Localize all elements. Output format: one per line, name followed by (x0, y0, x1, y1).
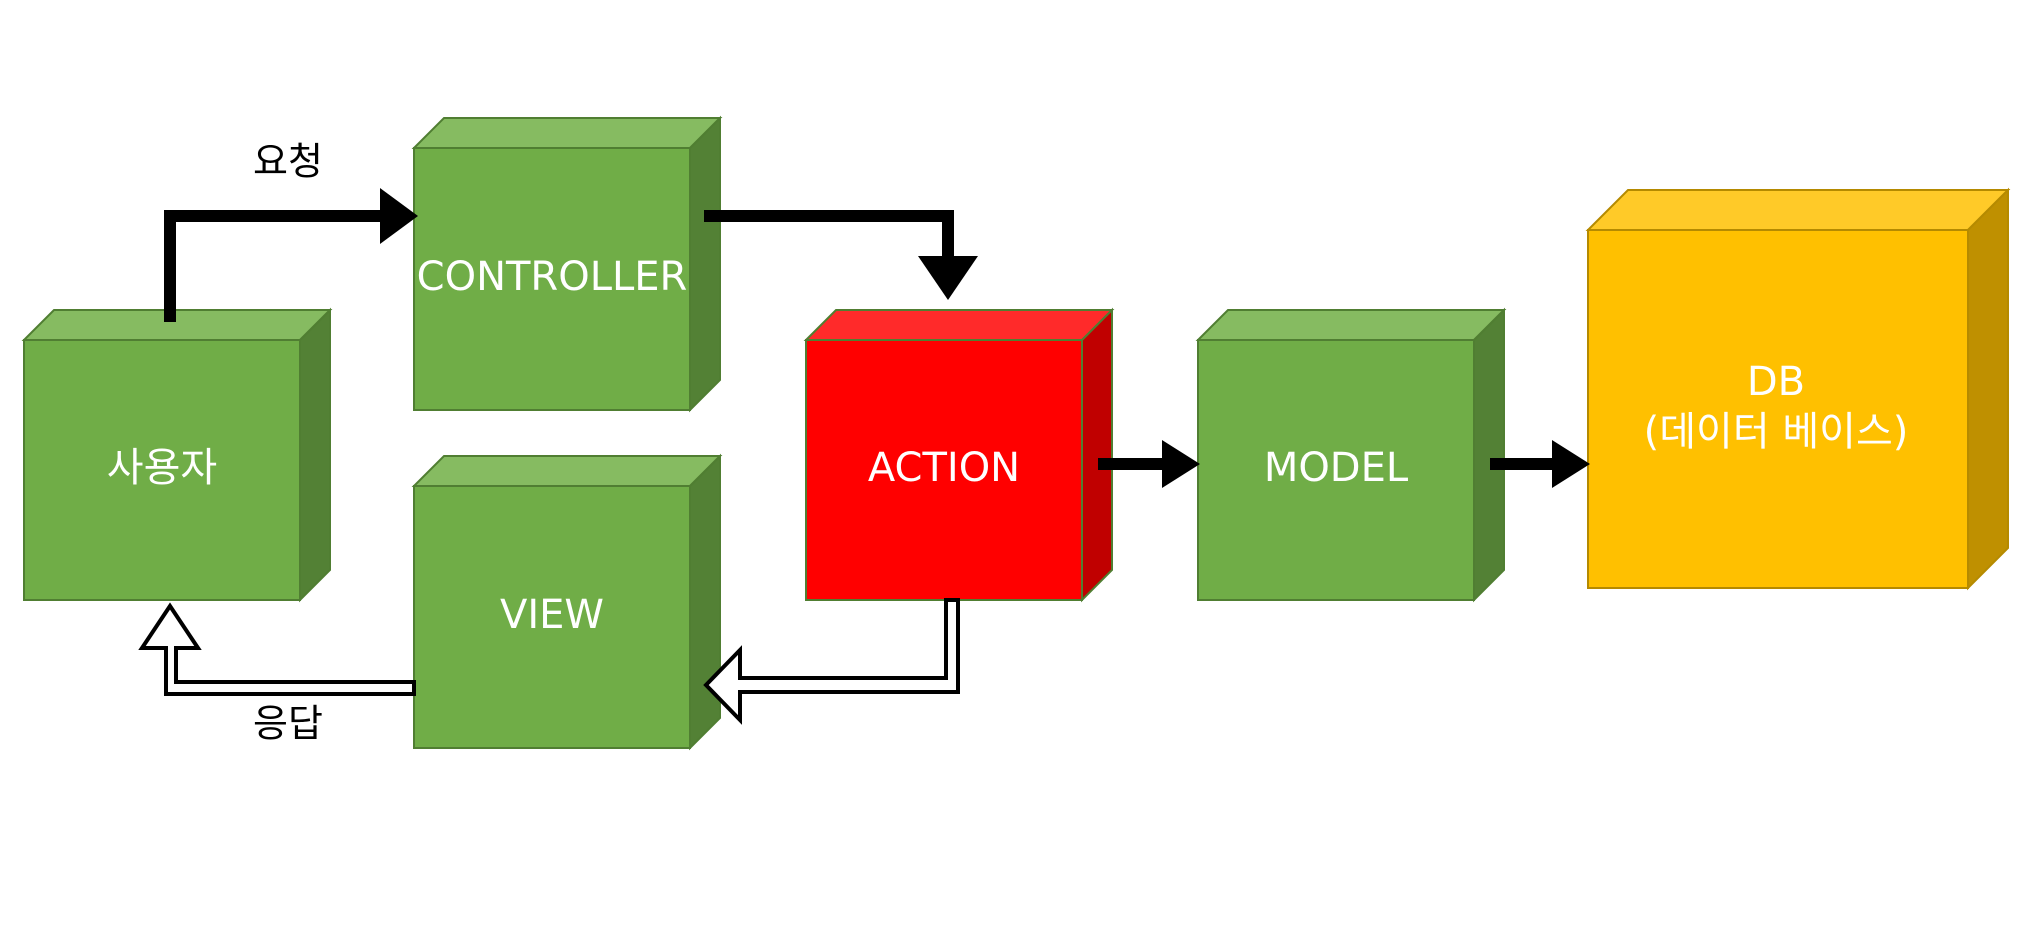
model-node: MODEL (1195, 307, 1507, 603)
action-node: ACTION (803, 307, 1115, 603)
model-node-label: MODEL (1264, 445, 1409, 491)
controller-node-side-face (689, 115, 721, 413)
db-node-label-line1: DB (1747, 359, 1805, 405)
action-node-front-face (805, 339, 1083, 601)
controller-to-action-arrow-line (704, 210, 954, 262)
action-node-top-face (803, 309, 1115, 341)
model-to-db-arrow-head (1552, 440, 1590, 488)
request-arrow-line (164, 210, 384, 322)
controller-node: CONTROLLER (411, 115, 723, 413)
request-label: 요청 (253, 140, 323, 184)
db-node: DB (데이터 베이스) (1585, 187, 2011, 591)
action-to-model-arrow (1098, 440, 1200, 488)
response-arrow (138, 602, 416, 696)
view-node-front-face (413, 485, 691, 749)
view-node: VIEW (411, 453, 723, 751)
response-label: 응답 (253, 702, 323, 746)
model-node-front-face (1197, 339, 1475, 601)
user-node-top-face (21, 309, 333, 341)
user-node-side-face (299, 307, 331, 603)
action-to-view-arrow (703, 598, 960, 725)
request-arrow (164, 188, 418, 322)
model-to-db-arrow (1490, 440, 1590, 488)
controller-to-action-arrow (704, 210, 978, 300)
action-node-label: ACTION (868, 445, 1020, 491)
request-arrow-head (380, 188, 418, 244)
response-arrow-shape (138, 602, 416, 696)
model-node-side-face (1473, 307, 1505, 603)
db-node-label-line2: (데이터 베이스) (1644, 409, 1909, 455)
controller-node-top-face (411, 117, 723, 149)
view-node-label: VIEW (500, 592, 604, 638)
db-node-side-face (1967, 187, 2009, 591)
view-node-side-face (689, 453, 721, 751)
user-node-label: 사용자 (107, 445, 217, 491)
controller-node-front-face (413, 147, 691, 411)
model-node-top-face (1195, 309, 1507, 341)
db-node-top-face (1585, 189, 2011, 231)
user-node: 사용자 (21, 307, 333, 603)
user-node-front-face (23, 339, 301, 601)
controller-to-action-arrow-head (918, 256, 978, 300)
view-node-top-face (411, 455, 723, 487)
action-to-model-arrow-head (1162, 440, 1200, 488)
action-to-view-arrow-shape (703, 598, 960, 725)
controller-node-label: CONTROLLER (417, 254, 688, 300)
action-node-side-face (1081, 307, 1113, 603)
db-node-front-face (1587, 229, 1969, 589)
